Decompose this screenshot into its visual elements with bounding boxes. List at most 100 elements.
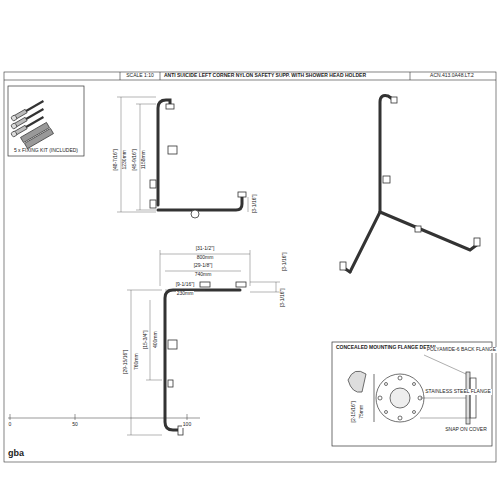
sheet-border [4, 72, 496, 462]
dimension: [3-1/16"] [281, 252, 287, 273]
flange-symbol [340, 97, 480, 270]
dimension: 75mm [359, 404, 365, 420]
flange-symbol [166, 104, 174, 109]
dimension-line [131, 290, 132, 435]
dimension-line [150, 300, 151, 380]
dimension-line [117, 97, 156, 98]
box-title: 5 x FIXING KIT (INCLUDED) [10, 148, 82, 154]
dimension-line [136, 210, 156, 211]
flange-symbol [391, 97, 397, 103]
flange-symbol [168, 380, 173, 387]
flange-symbol [238, 192, 246, 197]
dimension: 1230mm [122, 149, 128, 170]
flange-detail [385, 411, 388, 414]
callout-text: SNAP ON COVER [444, 427, 488, 433]
dimension-line [127, 435, 162, 436]
title-text: ANTI SUICIDE LEFT CORNER NYLON SAFETY SU… [163, 73, 367, 79]
grab-bar [380, 212, 478, 250]
screw-symbol [10, 130, 17, 137]
dimension-line [160, 250, 161, 286]
screw-symbol [8, 86, 84, 156]
dimension: [15-3/4"] [142, 330, 148, 351]
flange-symbol [150, 104, 246, 218]
dimension: [29-1/8"] [193, 263, 214, 269]
dimension-line [127, 290, 162, 291]
dimension: 740mm [194, 272, 213, 278]
flange-detail [376, 374, 424, 422]
grab-bar [344, 96, 478, 272]
flange-detail [385, 383, 388, 386]
flange-symbol [383, 176, 390, 183]
flange-symbol [474, 238, 480, 246]
flange-detail [470, 378, 476, 418]
logo-text: gba [7, 449, 25, 459]
grab-bar [380, 96, 394, 212]
scale-bar [10, 414, 11, 420]
screw-symbol [10, 122, 17, 129]
flange-symbol [200, 282, 210, 287]
grab-bar [158, 196, 242, 210]
scale-note: SCALE 1:10 [125, 73, 155, 79]
dimension: 400mm [152, 331, 158, 350]
screw-symbol [10, 114, 17, 121]
dimension-line [248, 197, 249, 212]
flange-symbol [340, 262, 346, 270]
grab-bar [158, 100, 242, 210]
grab-bar [165, 290, 240, 430]
flange-symbol [191, 210, 199, 218]
flange-symbol [150, 180, 156, 188]
flange-symbol [168, 146, 177, 154]
dimension-line [276, 282, 277, 292]
dimension: [48-7/16"] [113, 148, 119, 172]
scale-number: 100 [182, 422, 192, 428]
flange-detail [390, 388, 410, 408]
dimension-line [117, 212, 156, 213]
dimension-line [250, 282, 280, 283]
fixing-kit-box: 5 x FIXING KIT (INCLUDED) [10, 148, 82, 154]
dimension: [9-1/16"] [175, 282, 196, 288]
dimension: 800mm [196, 255, 215, 261]
sheet-border [120, 72, 121, 80]
dimension-line [250, 250, 251, 286]
sheet-border [160, 72, 161, 80]
dimension: [3-1/16"] [279, 288, 285, 309]
dimension-line [136, 104, 156, 105]
flange-detail [424, 355, 466, 374]
flange-symbol [150, 200, 156, 208]
flange-symbol [236, 282, 246, 287]
grab-bar [165, 290, 240, 430]
dimension: [29-15/16"] [123, 349, 129, 375]
grab-bar [350, 212, 380, 272]
callout-text: POLYAMIDE-6 BACK FLANGE [426, 347, 497, 353]
dimension: [2-15/16"] [351, 400, 357, 424]
flange-detail [413, 411, 416, 414]
dimension-line [146, 380, 162, 381]
dimension: [45-9/16"] [132, 148, 138, 172]
drawing-code: ACN.413.0A48.LT.2 [429, 73, 475, 79]
scale-bar [8, 414, 200, 420]
flange-detail [348, 371, 366, 392]
flange-detail [398, 416, 402, 420]
flange-detail [378, 396, 382, 400]
flange-detail [413, 383, 416, 386]
screw-symbol [8, 86, 84, 156]
scale-bar [75, 414, 76, 420]
flange-symbol [168, 340, 177, 349]
flange-detail [332, 342, 492, 446]
dimension-line [250, 292, 280, 293]
callout-text: STAINLESS STEEL FLANGE [424, 389, 492, 395]
flange-detail [420, 418, 470, 419]
screw-symbol [25, 128, 54, 148]
flange-detail [420, 398, 466, 399]
scale-number: 50 [71, 422, 79, 428]
dimension: 760mm [133, 353, 139, 372]
sheet-border [4, 80, 496, 81]
scale-number: 0 [8, 422, 13, 428]
sheet-border [4, 72, 496, 462]
flange-symbol [415, 226, 421, 232]
dimension-line [117, 97, 248, 212]
flange-detail [332, 342, 492, 446]
flange-detail [374, 374, 375, 422]
dimension: 230mm [176, 291, 195, 297]
flange-detail [398, 376, 402, 380]
